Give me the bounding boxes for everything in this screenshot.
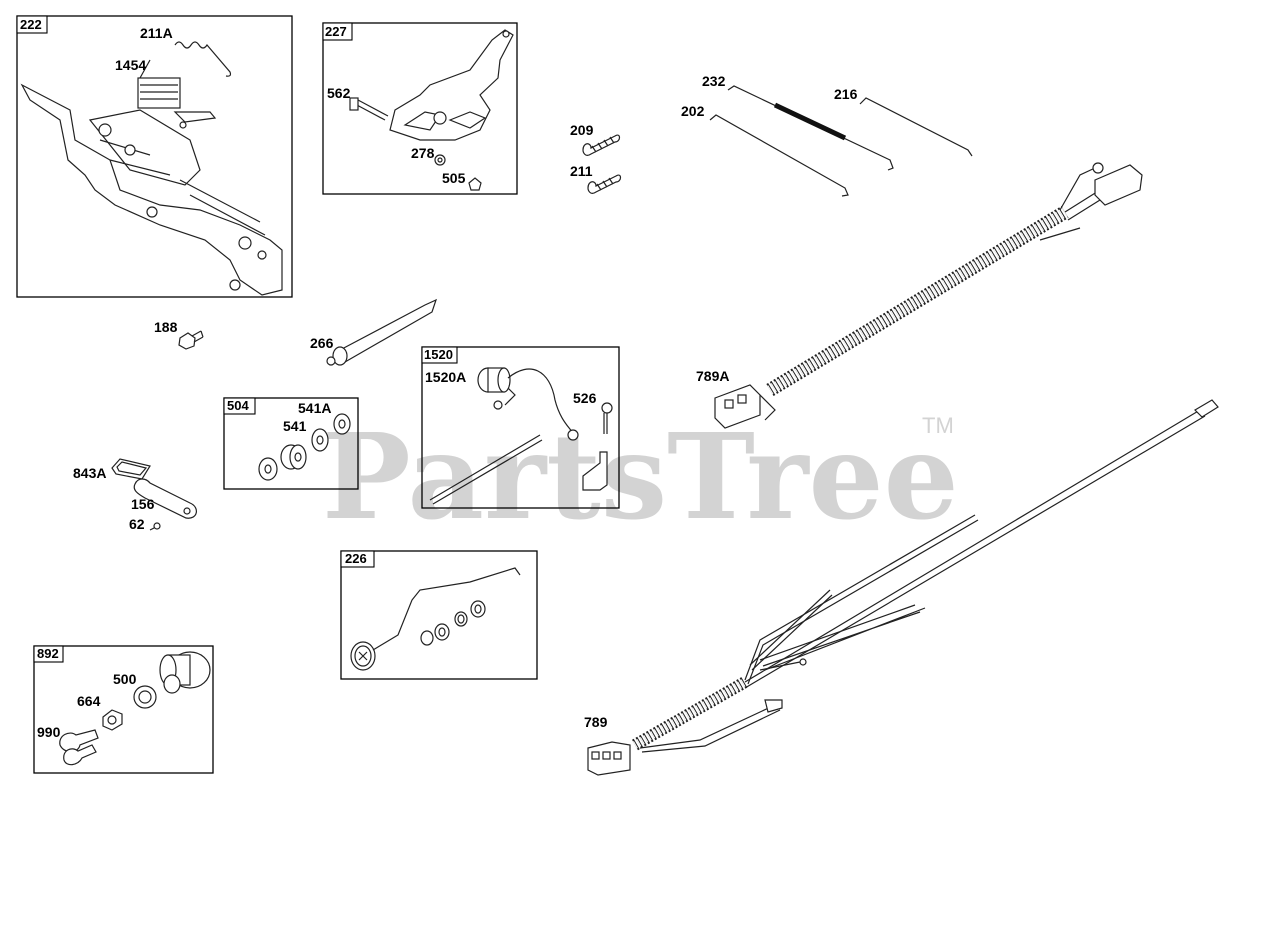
box-504-label: 504 xyxy=(227,398,249,413)
box-226-label: 226 xyxy=(345,551,367,566)
callout-266[interactable]: 266 xyxy=(310,335,334,351)
rod-216-drawing xyxy=(859,97,973,157)
callout-541[interactable]: 541 xyxy=(283,418,307,434)
watermark-text: PartsTree xyxy=(322,407,959,546)
callout-843A[interactable]: 843A xyxy=(73,465,106,481)
washers-504-drawing xyxy=(258,413,351,481)
box-892[interactable]: 892 xyxy=(33,645,214,774)
callout-188[interactable]: 188 xyxy=(154,319,178,335)
throttle-bracket-drawing xyxy=(349,29,514,191)
rod-266-drawing xyxy=(326,298,438,366)
callout-789A[interactable]: 789A xyxy=(696,368,729,384)
pad-843A-drawing xyxy=(111,458,151,480)
box-504[interactable]: 504 xyxy=(223,397,359,490)
box-226[interactable]: 226 xyxy=(340,550,538,680)
callout-1520A[interactable]: 1520A xyxy=(425,369,466,385)
callout-1454[interactable]: 1454 xyxy=(115,57,146,73)
box-227[interactable]: 227 xyxy=(322,22,518,195)
callout-526[interactable]: 526 xyxy=(573,390,597,406)
rod-202-drawing xyxy=(709,114,849,197)
screw-62-drawing xyxy=(149,522,161,531)
box-1520[interactable]: 1520 xyxy=(421,346,620,509)
callout-278[interactable]: 278 xyxy=(411,145,435,161)
choke-226-drawing xyxy=(350,567,521,671)
callout-209[interactable]: 209 xyxy=(570,122,594,138)
sensor-1520-drawing xyxy=(429,367,613,505)
box-222[interactable]: 222 xyxy=(16,15,293,298)
spring-209-drawing xyxy=(582,134,621,156)
callout-500[interactable]: 500 xyxy=(113,671,137,687)
callout-216[interactable]: 216 xyxy=(834,86,858,102)
callout-156[interactable]: 156 xyxy=(131,496,155,512)
harness-789A-drawing xyxy=(714,162,1143,429)
callout-211[interactable]: 211 xyxy=(570,163,593,179)
callout-202[interactable]: 202 xyxy=(681,103,705,119)
callout-541A[interactable]: 541A xyxy=(298,400,331,416)
box-222-label: 222 xyxy=(20,17,42,32)
box-892-label: 892 xyxy=(37,646,59,661)
plate-156-drawing xyxy=(133,478,197,519)
box-1520-label: 1520 xyxy=(424,347,453,362)
callout-505[interactable]: 505 xyxy=(442,170,466,186)
spring-211-drawing xyxy=(587,174,622,194)
governor-bracket-drawing xyxy=(20,41,283,296)
callout-789[interactable]: 789 xyxy=(584,714,608,730)
box-227-label: 227 xyxy=(325,24,347,39)
callout-562[interactable]: 562 xyxy=(327,85,351,101)
trademark-symbol: TM xyxy=(922,413,954,438)
rod-232-drawing xyxy=(727,85,894,171)
ignition-892-drawing xyxy=(59,651,211,766)
callout-232[interactable]: 232 xyxy=(702,73,726,89)
callout-664[interactable]: 664 xyxy=(77,693,101,709)
callout-211A[interactable]: 211A xyxy=(140,25,173,41)
callout-62[interactable]: 62 xyxy=(129,516,145,532)
bolt-188-drawing xyxy=(178,330,204,350)
harness-789-drawing xyxy=(587,399,1219,776)
callout-990[interactable]: 990 xyxy=(37,724,61,740)
